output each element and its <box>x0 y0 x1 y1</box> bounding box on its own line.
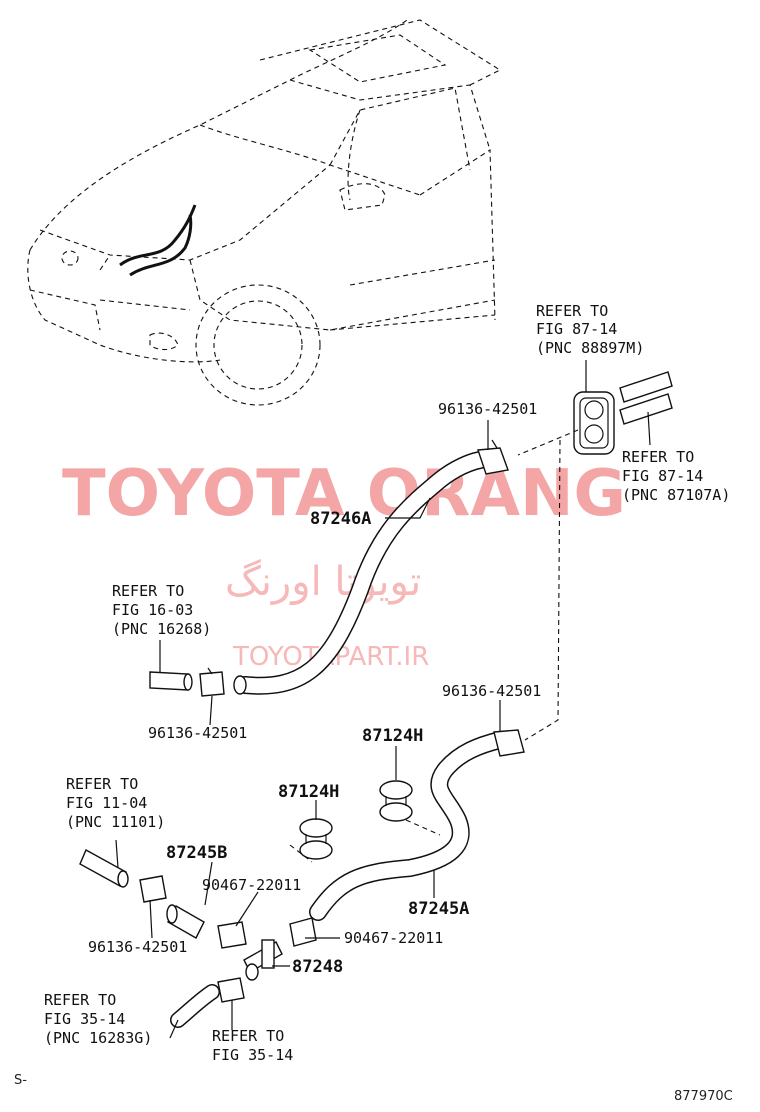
svg-text:REFER TO: REFER TO <box>66 775 138 793</box>
svg-text:(PNC 16268): (PNC 16268) <box>112 620 211 638</box>
svg-text:FIG 35-14: FIG 35-14 <box>212 1046 293 1064</box>
ref-87107a: REFER TO FIG 87-14 (PNC 87107A) <box>622 448 730 504</box>
leader-lines <box>149 420 501 1039</box>
ref-11101: REFER TO FIG 11-04 (PNC 11101) <box>66 775 165 831</box>
watermark-brand: TOYOTA ORANG <box>62 457 626 531</box>
pn-valve-upper: 87124H <box>362 726 423 746</box>
svg-text:FIG 16-03: FIG 16-03 <box>112 601 193 619</box>
pn-clamp-mid-left: 96136-42501 <box>148 724 247 742</box>
svg-text:(PNC 11101): (PNC 11101) <box>66 813 165 831</box>
pn-clamp-top: 96136-42501 <box>438 400 537 418</box>
pipe-16268 <box>149 640 193 691</box>
hose-87245a <box>309 731 509 921</box>
pn-hose-87245b: 87245B <box>166 843 227 863</box>
pn-joint-87248: 87248 <box>292 957 343 977</box>
joint-87248 <box>243 939 283 981</box>
clamp-mid-left <box>199 667 225 697</box>
svg-text:REFER TO: REFER TO <box>44 991 116 1009</box>
footer-left: S- <box>14 1073 27 1088</box>
svg-text:REFER TO: REFER TO <box>536 302 608 320</box>
ref-16268: REFER TO FIG 16-03 (PNC 16268) <box>112 582 211 638</box>
svg-text:REFER TO: REFER TO <box>212 1027 284 1045</box>
valve-upper <box>379 780 413 822</box>
pipe-11101 <box>79 839 129 888</box>
pn-clamp-low-left: 96136-42501 <box>88 938 187 956</box>
clamp-bottom <box>217 977 245 1003</box>
pn-clamp-mid-right: 96136-42501 <box>442 682 541 700</box>
clamp-mid-right <box>493 729 525 757</box>
svg-text:REFER TO: REFER TO <box>112 582 184 600</box>
clip-right <box>289 917 317 947</box>
pn-clip-left: 90467-22011 <box>202 876 301 894</box>
ref-35-14: REFER TO FIG 35-14 <box>212 1027 293 1064</box>
pipe-16283g <box>170 984 220 1028</box>
ref-88897m: REFER TO FIG 87-14 (PNC 88897M) <box>536 302 644 357</box>
vehicle-outline <box>27 17 502 406</box>
valve-lower <box>299 818 333 860</box>
pn-valve-lower: 87124H <box>278 782 339 802</box>
hose-87246a <box>233 451 489 695</box>
grommet <box>573 360 615 455</box>
svg-text:(PNC 88897M): (PNC 88897M) <box>536 339 644 357</box>
ref-16283g: REFER TO FIG 35-14 (PNC 16283G) <box>44 991 152 1047</box>
clamp-top <box>477 439 509 475</box>
svg-text:(PNC 16283G): (PNC 16283G) <box>44 1029 152 1047</box>
pn-clip-right: 90467-22011 <box>344 929 443 947</box>
pn-hose-87245a: 87245A <box>408 899 469 919</box>
pn-hose-87246a: 87246A <box>310 509 371 529</box>
watermark-persian: تویوتا اورنگ <box>225 559 421 605</box>
hose-87245b <box>166 904 205 939</box>
clamp-low-left <box>139 875 167 903</box>
diagram-code: 877970C <box>674 1089 733 1104</box>
svg-text:(PNC 87107A): (PNC 87107A) <box>622 486 730 504</box>
svg-text:FIG 35-14: FIG 35-14 <box>44 1010 125 1028</box>
svg-text:FIG 11-04: FIG 11-04 <box>66 794 147 812</box>
svg-text:FIG 87-14: FIG 87-14 <box>622 467 703 485</box>
svg-text:FIG 87-14: FIG 87-14 <box>536 320 617 338</box>
svg-text:REFER TO: REFER TO <box>622 448 694 466</box>
heater-pipes <box>619 371 673 446</box>
clip-left <box>217 921 247 949</box>
